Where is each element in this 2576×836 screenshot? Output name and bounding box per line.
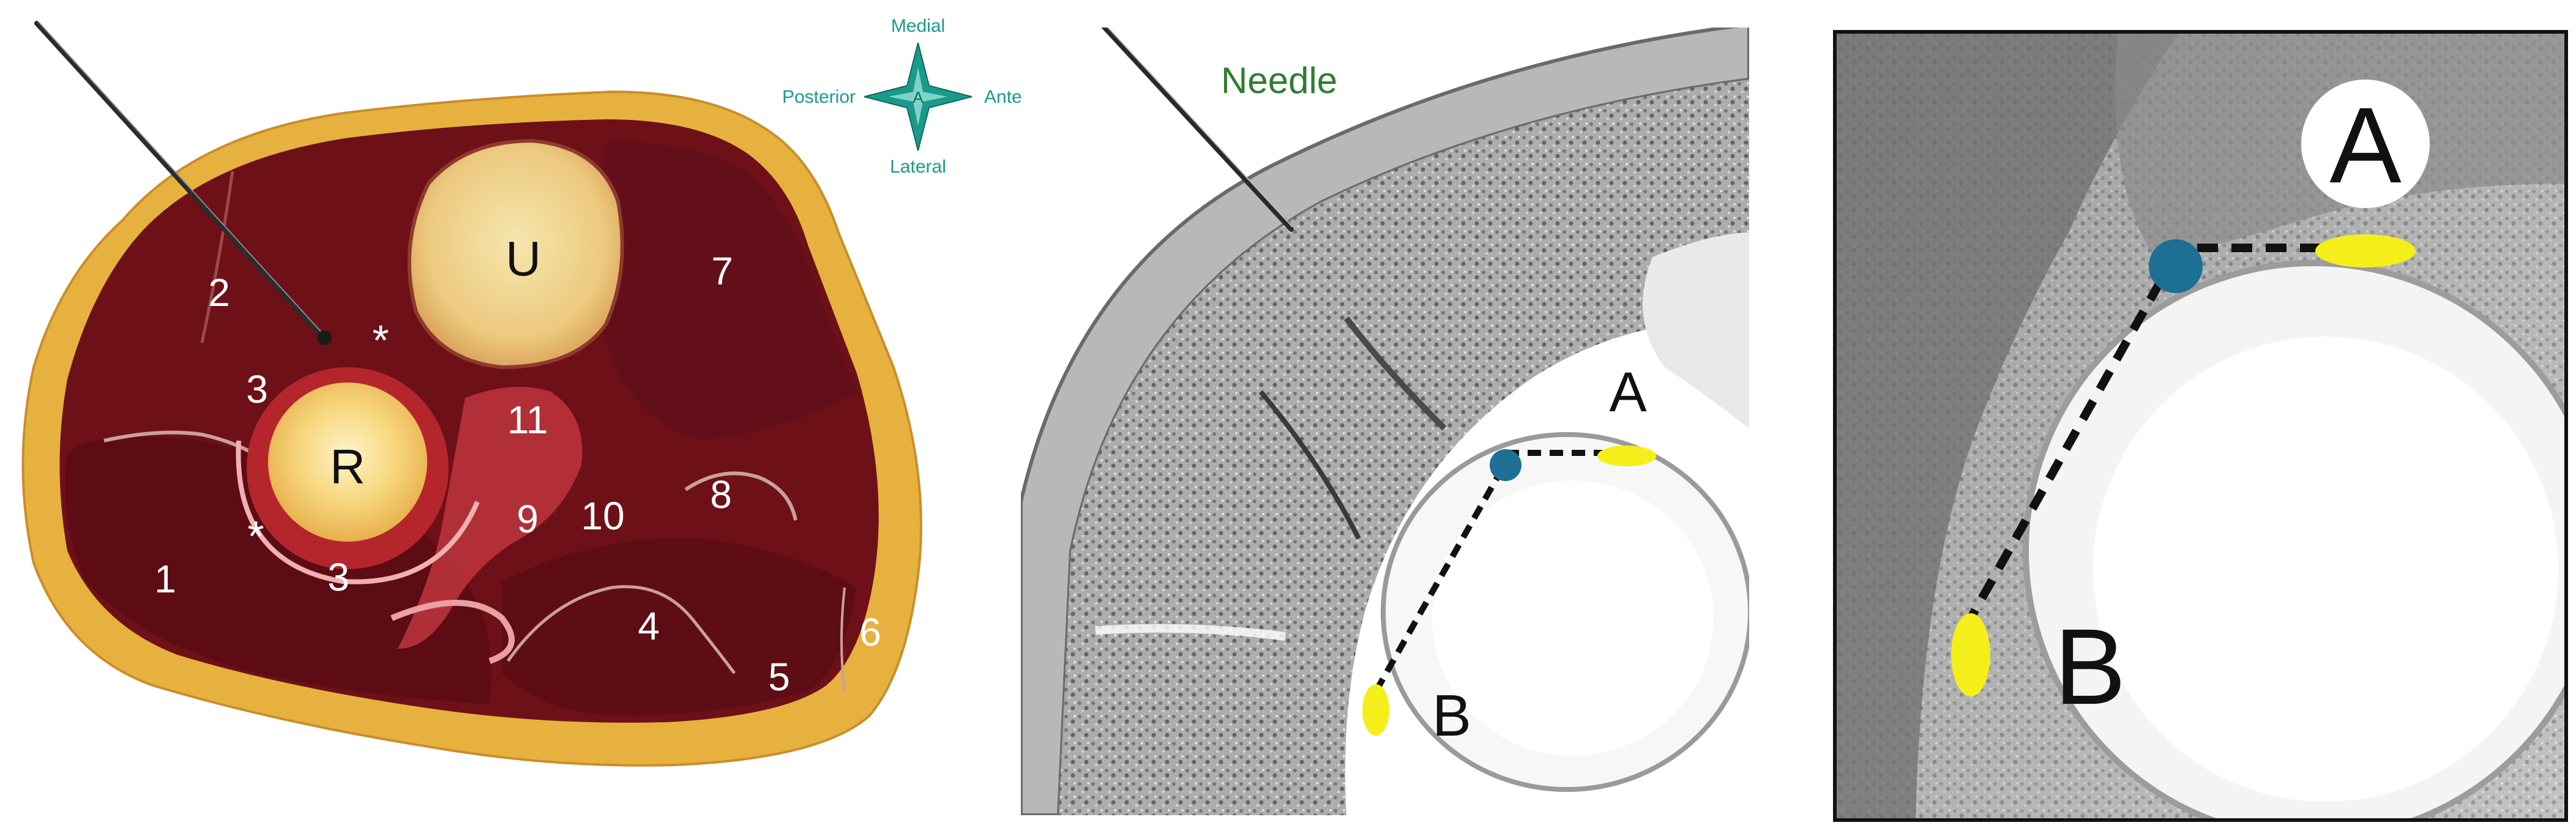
needle-tip [317,330,332,345]
fascial-septum [200,171,234,343]
zoomed-inset-panel: A B [1833,30,2568,822]
muscle-label-9: 9 [517,497,539,541]
compass-rose: A Medial Lateral Posterior Anterior [782,16,1048,177]
point-a-label: A [2329,86,2402,206]
muscle-label-5: 5 [768,655,790,699]
inset-dark-muscle [1835,32,2179,820]
radius-label: R [330,439,365,494]
ulna-label: U [506,231,541,286]
septum-line [1344,316,1447,431]
muscle-label-1: 1 [154,557,176,601]
muscle-label-10: 10 [581,494,624,538]
muscle-compartment-deep [502,537,857,716]
inset-bone-inner [2093,337,2558,802]
target-point-dot [1490,449,1521,481]
needle-highlight [37,21,325,336]
asterisk-marker: * [247,512,264,560]
point-a-label: A [1609,361,1647,424]
ulna-bright-region [1643,233,1749,428]
highlight-b-marker [1362,684,1389,736]
label-a-badge [1594,357,1662,426]
fascial-septum [684,471,797,521]
radius-bone [268,383,427,542]
highlight-a-marker [2315,234,2416,267]
target-point-dot [2149,239,2203,293]
needle [34,21,326,340]
specimen-photo-panel: U R 1 2 3 3 4 5 6 7 8 9 10 11 * * A Medi… [21,16,1048,767]
inset-frame [1833,30,2568,822]
needle [1101,28,1294,232]
muscle-label-6: 6 [859,610,881,654]
muscle-label-11: 11 [507,398,548,442]
highlight-a-marker [1597,446,1656,466]
muscle-label-3b: 3 [327,555,349,599]
fascial-septum [840,587,846,692]
muscle-label-7: 7 [711,249,733,293]
point-b-label: B [1432,683,1471,748]
label-a-badge [2301,80,2430,208]
interosseous-membrane [390,600,515,664]
septum-line [1095,624,1286,641]
compass-posterior-label: Posterior [782,87,856,107]
fascial-septum [506,585,736,674]
interosseous-region [398,387,583,649]
needle-highlight [1107,28,1293,228]
compass-center-label: A [913,88,924,106]
highlight-b-marker [1951,613,1990,696]
muscle-label-4: 4 [638,604,660,648]
point-b-label: B [2054,607,2126,727]
compass-star-inner-icon [889,67,947,126]
needle-label: Needle [1221,60,1337,101]
middle-annotation: A B [1362,357,1662,748]
muscle-label-3a: 3 [246,367,268,411]
compass-lateral-label: Lateral [890,157,946,177]
muscle-compartment-posterior [65,436,491,704]
radius-periosteum-ring [236,440,480,584]
muscle-compartment-anterior [597,141,857,441]
dashed-path-diagonal [1966,279,2165,621]
septum-line [1258,390,1361,540]
radius-bone-inner [1432,480,1714,756]
compass-medial-label: Medial [891,16,945,36]
muscle-label-2: 2 [208,271,230,315]
asterisk-marker: * [372,316,389,364]
muscle-label-8: 8 [710,472,732,517]
ulna-bone [407,138,624,370]
